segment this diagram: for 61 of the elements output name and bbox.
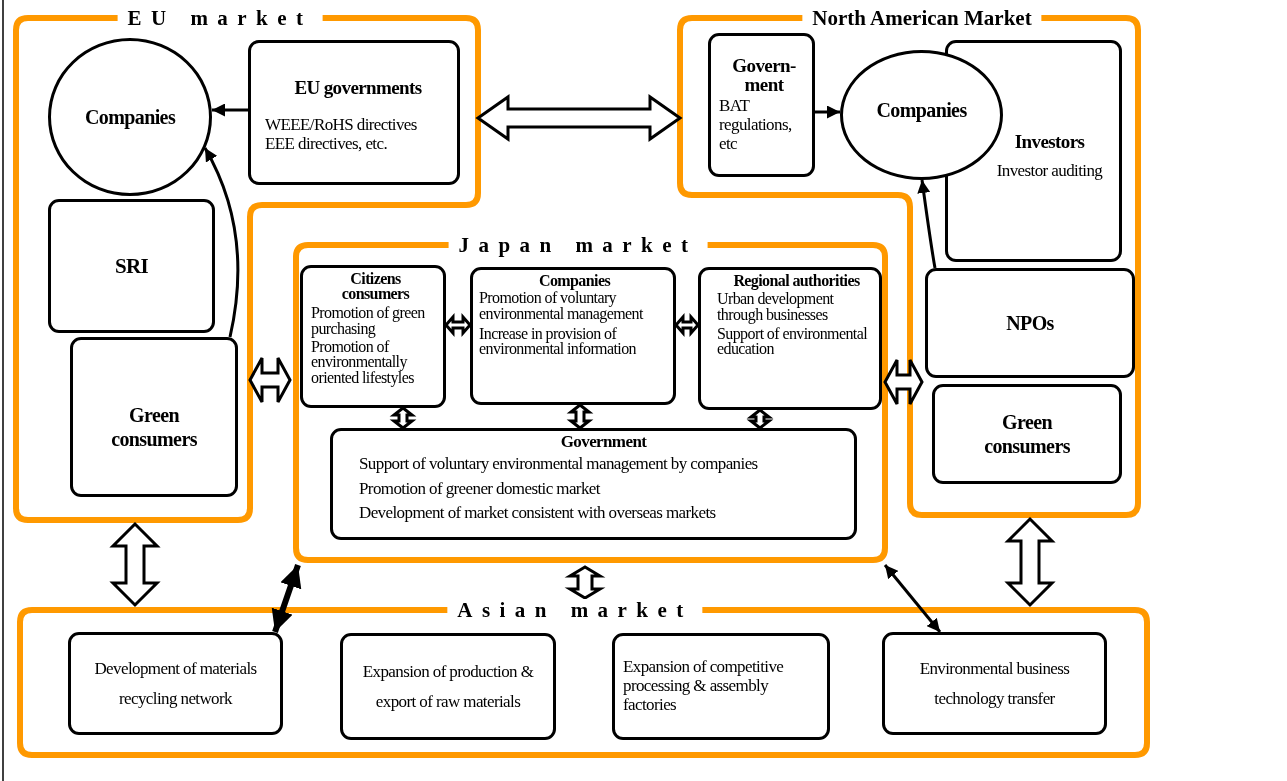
- actor-box: [698, 267, 882, 410]
- activity-box: [882, 632, 1107, 735]
- double-block-arrow: [109, 521, 161, 608]
- double-block-arrow: [746, 408, 774, 430]
- box-text: Development of materials recycling network: [93, 657, 258, 710]
- box-text: BAT regulations, etc: [719, 96, 793, 154]
- box-text: Investor auditing: [996, 160, 1103, 181]
- box-text: Development of market consistent with overseas markets: [359, 502, 717, 525]
- double-block-arrow: [1004, 516, 1056, 608]
- box-text: Expansion of competitive processing & assembly factories: [623, 658, 785, 715]
- box-text: Environmental business technology transfer: [918, 657, 1071, 710]
- box-text: WEEE/RoHS directives: [265, 114, 418, 135]
- double-block-arrow: [444, 313, 472, 337]
- box-text: Expansion of production & export of raw materials: [361, 660, 535, 713]
- double-block-arrow: [475, 94, 683, 142]
- double-block-arrow: [389, 406, 417, 430]
- market-title: Japan market: [448, 234, 708, 256]
- government-box: [330, 428, 857, 540]
- double-block-arrow: [564, 565, 606, 600]
- activity-box: [68, 632, 283, 735]
- actor-box: [48, 199, 215, 333]
- box-text: Increase in provision of environmental information: [479, 325, 637, 357]
- box-heading: Green consumers: [983, 410, 1071, 458]
- box-text: Promotion of voluntary environmental management: [479, 290, 645, 322]
- box-heading: Companies: [876, 98, 967, 122]
- box-heading: Investors: [1014, 131, 1085, 153]
- box-heading: Green consumers: [110, 403, 198, 451]
- actor-box: [70, 337, 238, 497]
- box-text: Support of voluntary environmental management by companies: [359, 453, 759, 475]
- arrow: [815, 105, 840, 119]
- box-heading: Companies: [538, 273, 611, 289]
- government-box: [248, 40, 460, 185]
- double-block-arrow: [248, 356, 292, 404]
- double-arrow: [883, 564, 942, 633]
- actor-box: [470, 267, 676, 405]
- double-arrow: [271, 564, 302, 633]
- arrow: [212, 103, 248, 117]
- actor-box: [925, 268, 1135, 378]
- actor-box: [932, 384, 1122, 484]
- box-heading: Companies: [84, 105, 176, 129]
- box-heading: SRI: [114, 253, 149, 279]
- double-block-arrow: [883, 358, 924, 406]
- box-heading: EU governments: [294, 77, 422, 99]
- activity-box: [340, 633, 556, 740]
- box-heading: Citizens consumers: [340, 271, 411, 302]
- double-block-arrow: [674, 313, 700, 337]
- box-text: Promotion of environmentally oriented lifestyles: [311, 338, 415, 386]
- actor-box: [300, 265, 446, 408]
- box-text: Promotion of greener domestic market: [359, 477, 602, 500]
- activity-box: [612, 633, 830, 740]
- arrow: [203, 147, 240, 338]
- box-text: Support of environmental education: [717, 325, 868, 357]
- box-text: EEE directives, etc.: [265, 134, 389, 154]
- box-heading: Government: [560, 433, 647, 450]
- box-text: Promotion of green purchasing: [311, 305, 426, 337]
- box-heading: NPOs: [1006, 311, 1054, 335]
- double-block-arrow: [566, 403, 594, 430]
- box-heading: Govern-ment: [731, 56, 797, 94]
- government-box: [708, 33, 815, 177]
- box-text: Urban development through businesses: [717, 291, 835, 323]
- box-heading: Regional authorities: [733, 273, 860, 289]
